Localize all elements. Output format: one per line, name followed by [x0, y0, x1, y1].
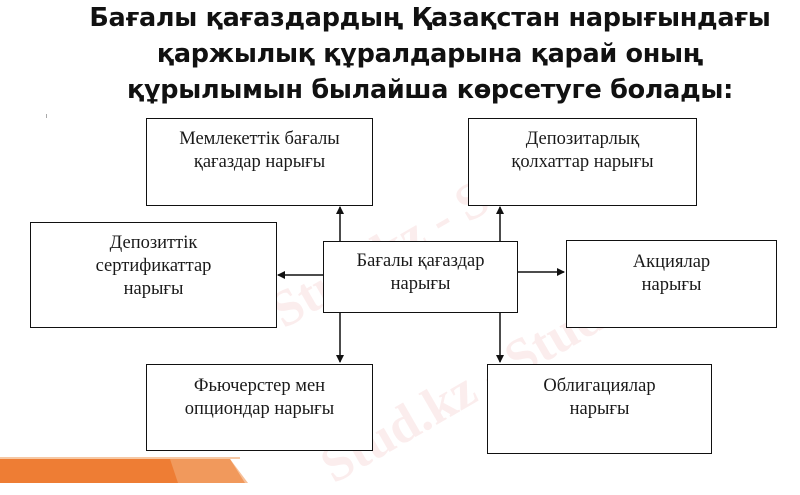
node-label: Фьючерстер мен	[193, 376, 326, 396]
node-label: опциондар нарығы	[184, 399, 335, 419]
node-label: Облигациялар	[543, 376, 656, 396]
node-label: Депозитарлық	[525, 129, 640, 149]
node-label: сертификаттар	[95, 256, 212, 276]
stray-mark	[46, 114, 47, 118]
title-line-3: құрылымын былайша көрсетуге болады:	[126, 75, 734, 105]
node-label: нарығы	[390, 274, 451, 294]
slide-title: Бағалы қағаздардың Қазақстан нарығындағы…	[60, 0, 800, 108]
node-label: нарығы	[569, 399, 630, 419]
node-label: нарығы	[641, 275, 702, 295]
connector-lines	[277, 206, 565, 363]
title-line-2: қаржылық құралдарына қарай оның	[156, 39, 704, 69]
title-line-1: Бағалы қағаздардың Қазақстан нарығындағы	[89, 3, 771, 33]
node-depositary-receipts-market: Депозитарлық қолхаттар нарығы	[468, 118, 697, 206]
node-label: Депозиттік	[109, 233, 198, 253]
node-label: Мемлекеттік бағалы	[179, 129, 340, 149]
node-futures-options-market: Фьючерстер мен опциондар нарығы	[146, 364, 373, 451]
node-label: қағаздар нарығы	[193, 152, 326, 172]
node-government-securities-market: Мемлекеттік бағалы қағаздар нарығы	[146, 118, 373, 206]
node-label: нарығы	[123, 279, 184, 299]
node-label: Акциялар	[632, 252, 711, 272]
footer-accent-line	[0, 457, 240, 459]
node-bonds-market: Облигациялар нарығы	[487, 364, 712, 454]
node-label: қолхаттар нарығы	[511, 152, 654, 172]
node-stocks-market: Акциялар нарығы	[566, 240, 777, 328]
node-securities-market-center: Бағалы қағаздар нарығы	[323, 241, 518, 313]
node-deposit-certificates-market: Депозиттік сертификаттар нарығы	[30, 222, 277, 328]
node-label: Бағалы қағаздар	[356, 251, 485, 271]
